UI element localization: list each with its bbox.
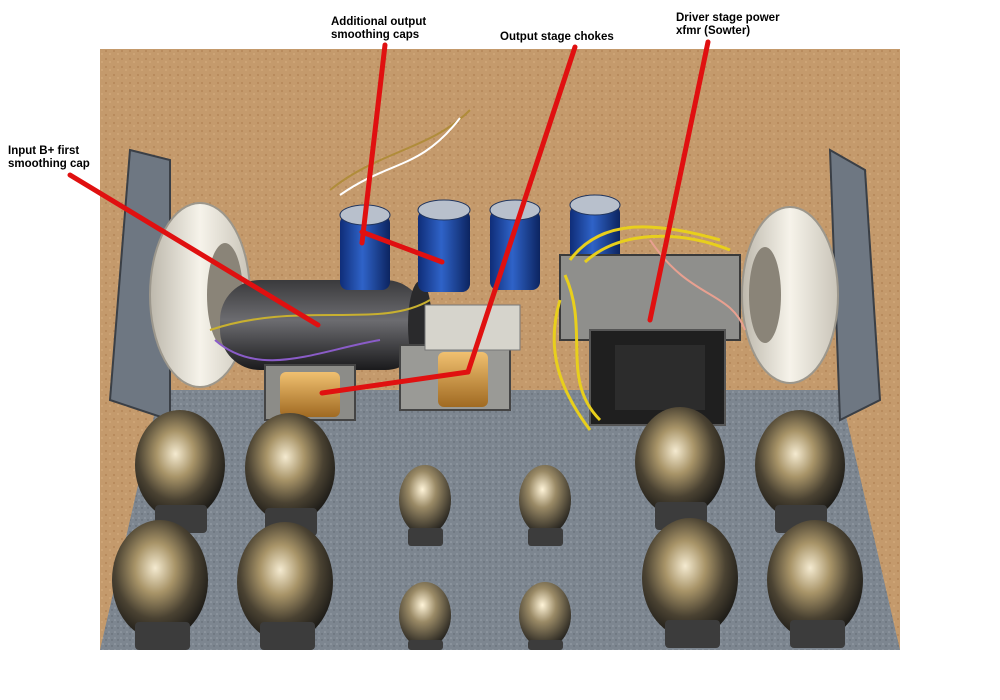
label-line: smoothing caps (331, 29, 420, 41)
label-line: Input B+ first (8, 145, 80, 157)
label-line: Output stage chokes (500, 31, 614, 43)
pointer-output-cap-2 (359, 229, 445, 265)
label-output-stage-chokes: Output stage chokes (500, 31, 614, 44)
label-additional-output-smoothing-caps: Additional output smoothing caps (331, 16, 426, 42)
pointer-output-cap-1 (359, 42, 388, 246)
label-line: smoothing cap (8, 158, 90, 170)
label-driver-stage-power-xfmr: Driver stage power xfmr (Sowter) (676, 12, 780, 38)
pointer-input-cap (67, 172, 321, 328)
label-line: Additional output (331, 16, 427, 28)
pointer-chokes (465, 44, 578, 375)
pointer-choke-left (319, 369, 471, 396)
label-input-b-first-smoothing-cap: Input B+ first smoothing cap (8, 145, 90, 171)
label-line: xfmr (Sowter) (676, 25, 751, 37)
pointer-driver-xfmr (647, 39, 711, 323)
label-line: Driver stage power (676, 12, 780, 24)
